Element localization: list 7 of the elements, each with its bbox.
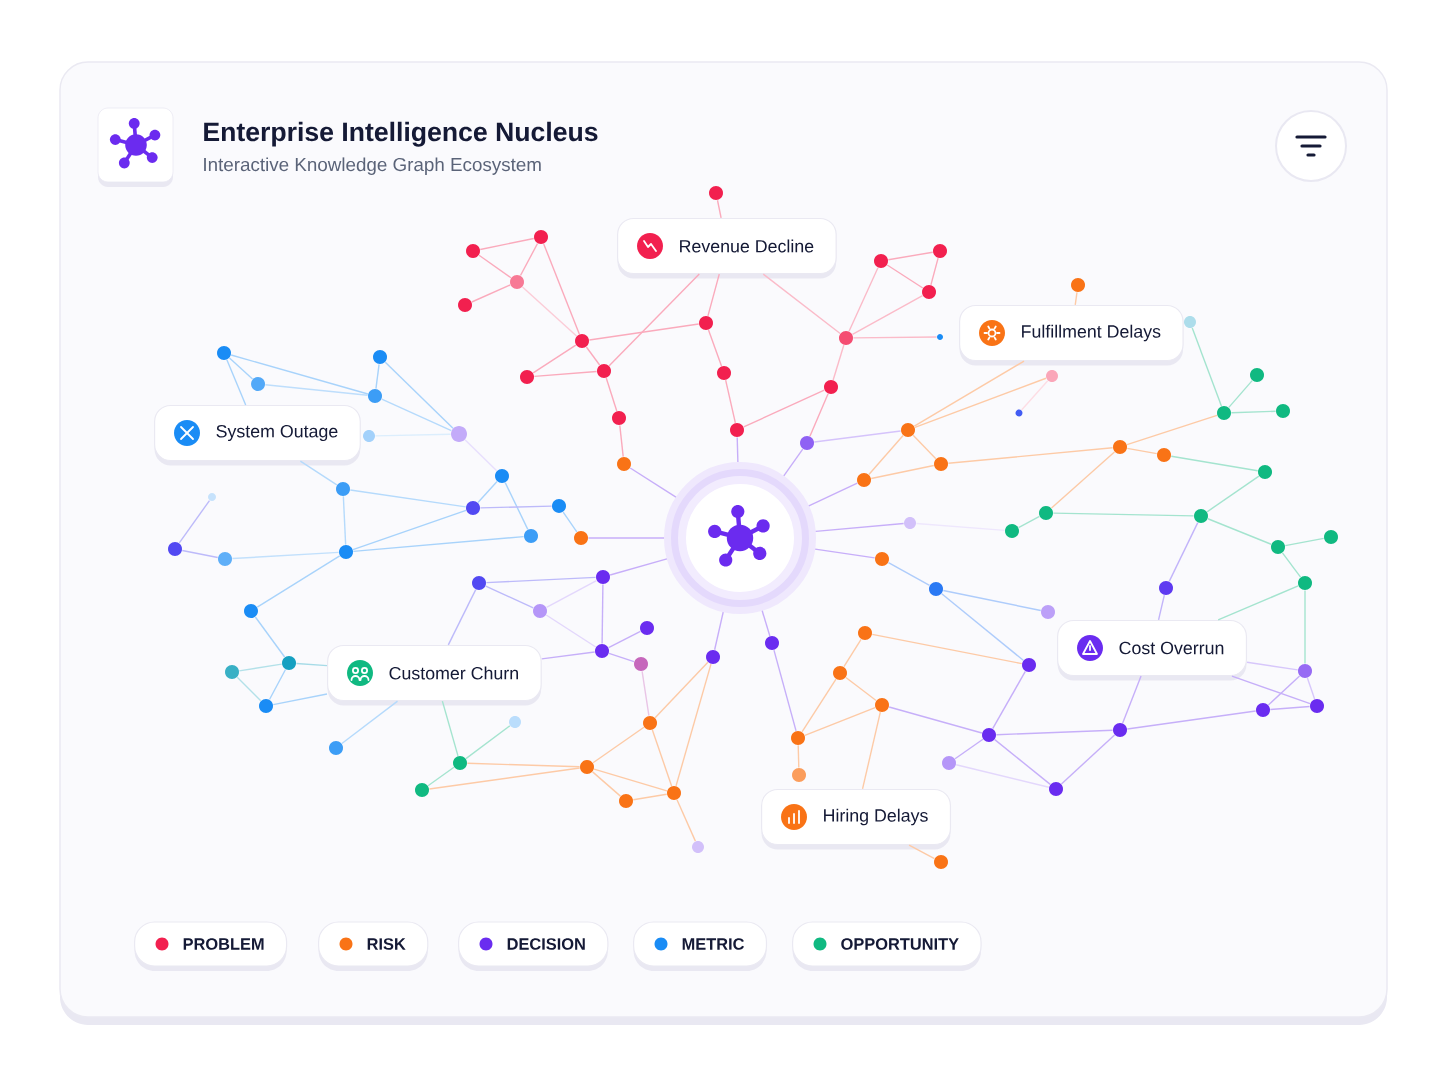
subtitle: Interactive Knowledge Graph Ecosystem <box>204 157 541 175</box>
legend-chip: PROBLEM <box>134 921 288 971</box>
legend-chip: OPPORTUNITY <box>792 921 982 971</box>
legend-chip: RISK <box>318 921 429 971</box>
title: Enterprise Intelligence Nucleus <box>204 121 598 147</box>
legend-chip: DECISION <box>458 921 609 971</box>
legend-chip: METRIC <box>633 921 768 971</box>
